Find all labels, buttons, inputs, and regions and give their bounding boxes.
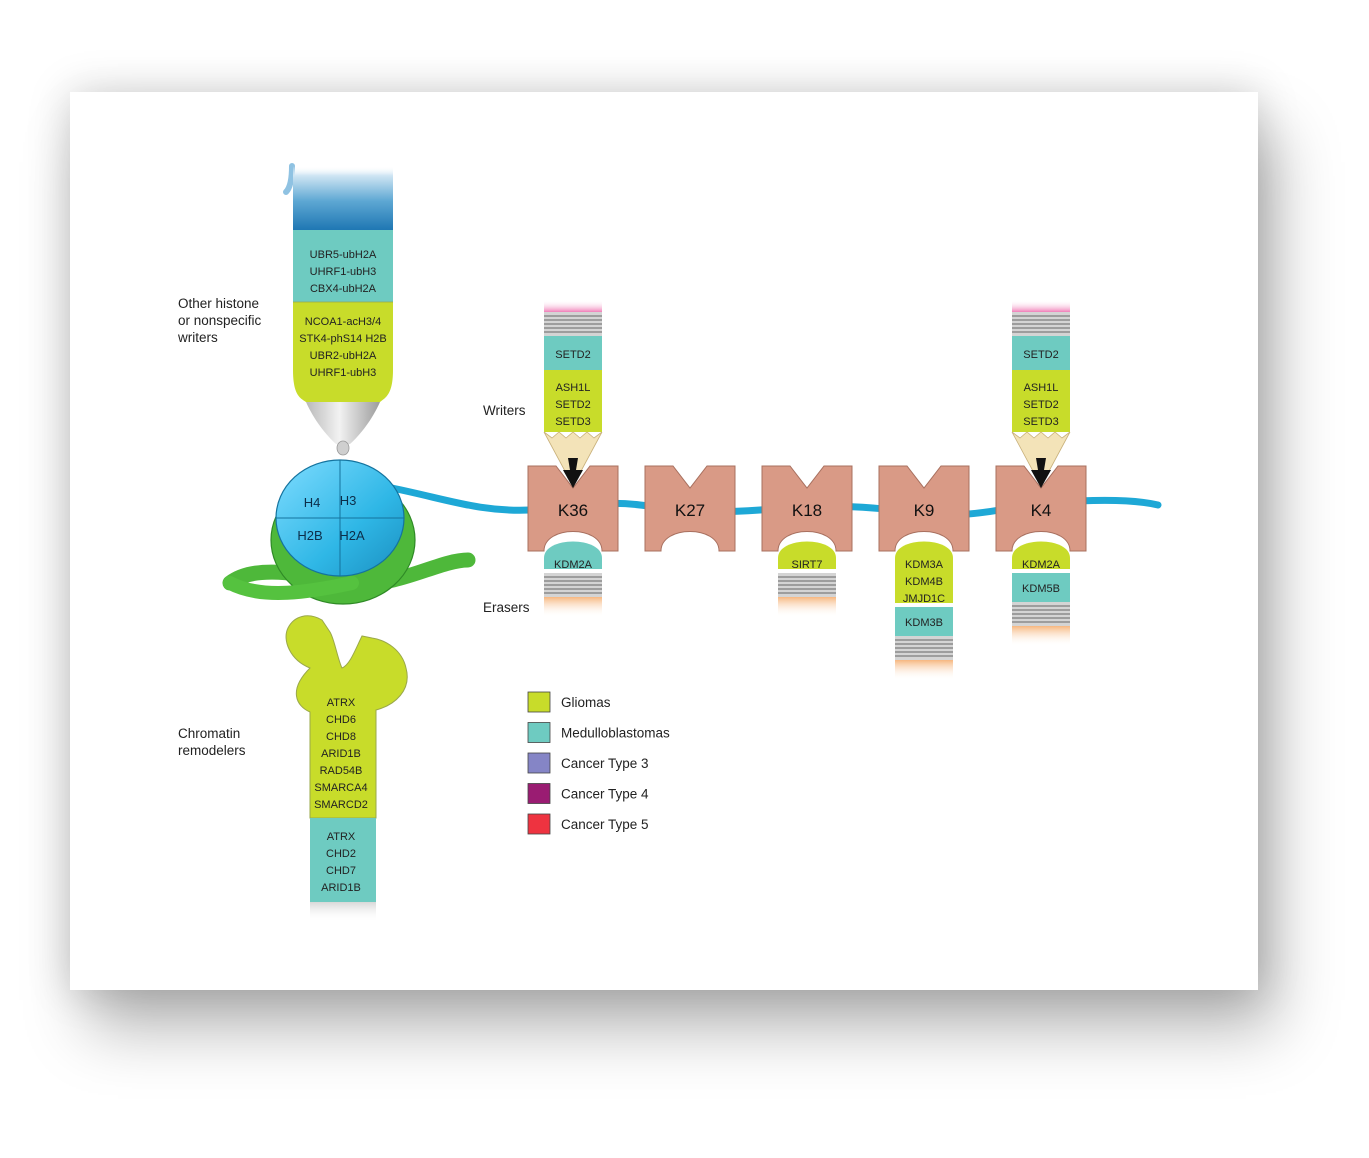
eraser-item: KDM5B xyxy=(1022,583,1060,595)
wrench-glioma-item: RAD54B xyxy=(320,765,363,777)
pen-cap xyxy=(293,166,393,230)
eraser-k18: SIRT7 xyxy=(778,541,836,617)
legend-label: Gliomas xyxy=(561,695,611,710)
legend-swatch xyxy=(527,813,551,835)
wrench-medullo-item: ARID1B xyxy=(321,882,361,894)
remodelers-line-1: Chromatin xyxy=(178,726,240,741)
wrench-medullo-item: ATRX xyxy=(327,831,356,843)
erasers-label: Erasers xyxy=(483,600,530,615)
other-writers-label: Other histone or nonspecific writers xyxy=(177,296,262,345)
site-label: K27 xyxy=(675,501,705,520)
legend-swatch xyxy=(527,691,551,713)
writer-glioma-item: ASH1L xyxy=(1024,382,1059,394)
legend-item: Gliomas xyxy=(527,691,611,713)
site-k36: K36 xyxy=(527,465,619,552)
wrench-glioma-item: ARID1B xyxy=(321,748,361,760)
eraser-k4: KDM2A KDM5B xyxy=(1012,541,1070,646)
eraser-k9: KDM3A KDM4B JMJD1C KDM3B xyxy=(895,541,953,680)
site-label: K18 xyxy=(792,501,822,520)
histone-h3: H3 xyxy=(340,493,357,508)
writer-glioma-item: SETD2 xyxy=(555,399,590,411)
pen-medullo-band xyxy=(293,230,393,302)
histone-h2b: H2B xyxy=(297,528,322,543)
remodelers-line-2: remodelers xyxy=(178,743,246,758)
other-writers-line-1: Other histone xyxy=(178,296,259,311)
wrench-glioma-item: SMARCA4 xyxy=(314,782,367,794)
legend-item: Medulloblastomas xyxy=(527,722,670,743)
writer-medullo-item: SETD2 xyxy=(1023,349,1058,361)
eraser-item: JMJD1C xyxy=(903,593,945,605)
pen-ball xyxy=(336,440,350,456)
site-k9: K9 xyxy=(878,465,970,552)
site-shape xyxy=(761,465,853,552)
pen-nib xyxy=(306,402,380,444)
pen-medullo-item: CBX4-ubH2A xyxy=(310,283,377,295)
eraser-item: KDM3B xyxy=(905,617,943,629)
pen-glioma-band xyxy=(293,302,393,402)
nucleosome: H4 H3 H2B H2A xyxy=(222,459,476,605)
site-shape xyxy=(644,465,736,552)
wrench-medullo-item: CHD7 xyxy=(326,865,356,877)
legend-item: Cancer Type 5 xyxy=(527,813,649,835)
eraser-item: KDM2A xyxy=(554,559,593,571)
legend-label: Cancer Type 4 xyxy=(561,787,649,802)
dna-strand-front xyxy=(223,576,359,600)
legend-item: Cancer Type 4 xyxy=(527,783,649,804)
wrench-glioma-item: ATRX xyxy=(327,697,356,709)
eraser-item: KDM2A xyxy=(1022,559,1061,571)
legend-label: Medulloblastomas xyxy=(561,726,670,741)
pen-glioma-item: NCOA1-acH3/4 xyxy=(305,316,381,328)
pen-glioma-item: STK4-phS14 H2B xyxy=(299,333,386,345)
pen-glioma-item: UHRF1-ubH3 xyxy=(310,367,377,379)
site-k4: K4 xyxy=(995,465,1087,552)
site-shape xyxy=(527,465,619,552)
writer-glioma-item: ASH1L xyxy=(556,382,591,394)
legend-swatch xyxy=(527,722,551,743)
pen-glioma-item: UBR2-ubH2A xyxy=(310,350,377,362)
writer-glioma-item: SETD2 xyxy=(1023,399,1058,411)
site-shape xyxy=(995,465,1087,552)
wrench-medullo-band xyxy=(310,818,376,902)
histone-h2a: H2A xyxy=(339,528,365,543)
eraser-k36: KDM2A xyxy=(544,541,602,617)
other-writers-line-2: or nonspecific xyxy=(178,313,262,328)
pen-medullo-item: UBR5-ubH2A xyxy=(310,249,377,261)
legend-item: Cancer Type 3 xyxy=(527,752,649,774)
other-writers-line-3: writers xyxy=(177,330,218,345)
wrench-glioma-item: CHD6 xyxy=(326,714,356,726)
eraser-item: KDM4B xyxy=(905,576,943,588)
writer-medullo-item: SETD2 xyxy=(555,349,590,361)
site-shape xyxy=(878,465,970,552)
pen-clip xyxy=(283,163,295,195)
wrench-glioma-item: SMARCD2 xyxy=(314,799,368,811)
eraser-item: KDM3A xyxy=(905,559,944,571)
site-label: K9 xyxy=(914,501,935,520)
site-k27: K27 xyxy=(644,465,736,552)
legend-label: Cancer Type 3 xyxy=(561,756,649,771)
writer-glioma-item: SETD3 xyxy=(555,416,590,428)
legend-label: Cancer Type 5 xyxy=(561,817,649,832)
site-k18: K18 xyxy=(761,465,853,552)
remodelers-label: Chromatin remodelers xyxy=(178,726,246,758)
wrench-handle-end xyxy=(310,902,376,922)
wrench-glioma-item: CHD8 xyxy=(326,731,356,743)
writer-glioma-item: SETD3 xyxy=(1023,416,1058,428)
pen-medullo-item: UHRF1-ubH3 xyxy=(310,266,377,278)
site-label: K4 xyxy=(1031,501,1052,520)
site-label: K36 xyxy=(558,501,588,520)
legend-swatch xyxy=(527,752,551,774)
legend-swatch xyxy=(527,783,551,804)
writers-label: Writers xyxy=(483,403,526,418)
wrench-medullo-item: CHD2 xyxy=(326,848,356,860)
histone-h4: H4 xyxy=(304,495,321,510)
eraser-item: SIRT7 xyxy=(792,559,823,571)
